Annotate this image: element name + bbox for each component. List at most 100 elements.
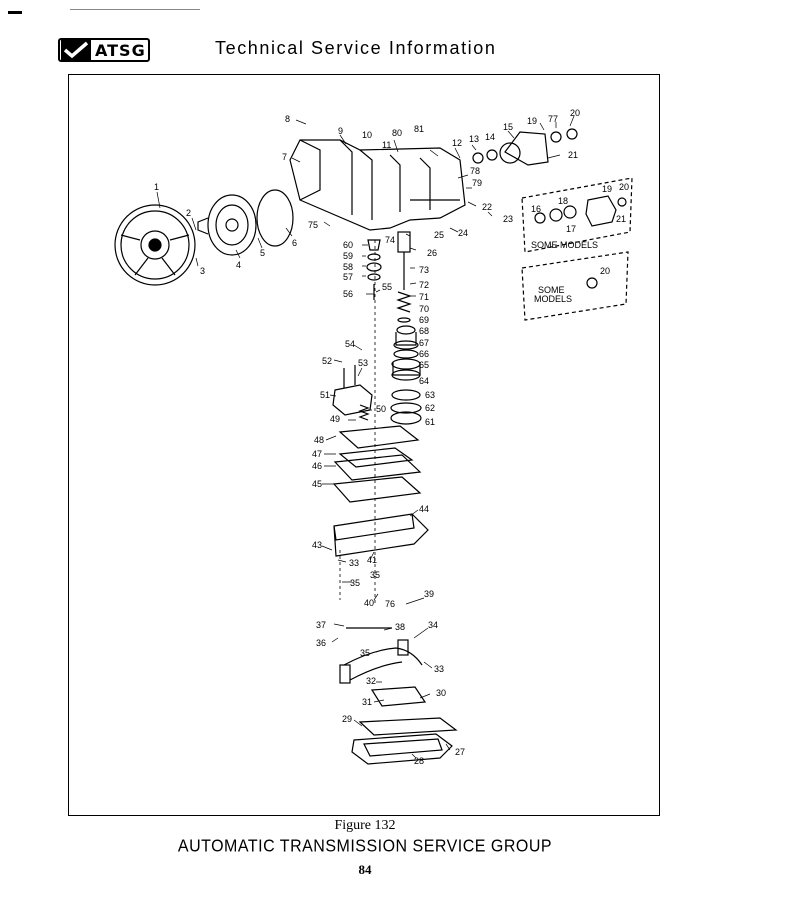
callout-23: 23 — [503, 214, 513, 224]
extension-housing-drawing — [472, 128, 578, 166]
callout-80: 80 — [392, 128, 402, 138]
some-models-label-2a: SOME — [538, 285, 565, 295]
footer-organization: AUTOMATIC TRANSMISSION SERVICE GROUP — [177, 837, 553, 856]
callout-27: 27 — [455, 747, 465, 757]
oil-pan-drawing — [351, 717, 458, 765]
callout-4: 4 — [236, 260, 241, 270]
callout-28: 28 — [414, 756, 424, 766]
callout-9: 9 — [338, 126, 343, 136]
atsg-logo: ATSG — [58, 38, 150, 62]
solenoid-body-drawing — [332, 365, 373, 421]
valve-body-plates-drawing — [332, 425, 429, 557]
callout-31: 31 — [362, 697, 372, 707]
callout-2: 2 — [186, 208, 191, 218]
callout-21b: 21 — [616, 214, 626, 224]
some-models-label-1: SOME MODELS — [531, 240, 598, 250]
callout-40: 40 — [364, 598, 374, 608]
callout-48: 48 — [314, 435, 324, 445]
callout-26: 26 — [427, 248, 437, 258]
logo-text: ATSG — [95, 40, 146, 60]
callout-58: 58 — [343, 262, 353, 272]
callout-41: 41 — [367, 555, 377, 565]
some-models-label-2b: MODELS — [534, 294, 572, 304]
callout-54: 54 — [345, 339, 355, 349]
checkmark-icon — [61, 40, 91, 60]
callout-11: 11 — [382, 140, 391, 150]
callout-72: 72 — [419, 280, 429, 290]
callout-6: 6 — [292, 238, 297, 248]
callout-35a: 35 — [370, 570, 380, 580]
some-models-parts-drawing — [534, 195, 627, 227]
torque-converter-drawing — [114, 204, 196, 286]
callout-45: 45 — [312, 479, 322, 489]
callout-74: 74 — [385, 235, 395, 245]
callout-73: 73 — [419, 265, 429, 275]
callout-22: 22 — [482, 202, 492, 212]
callout-78: 78 — [470, 166, 480, 176]
figure-caption: Figure 132 — [334, 818, 396, 833]
wiring-harness-drawing — [339, 627, 423, 684]
callout-5: 5 — [260, 248, 265, 258]
corner-mark — [8, 11, 22, 14]
callout-14: 14 — [485, 132, 495, 142]
servo-stack-drawing — [390, 231, 422, 425]
callout-19: 19 — [527, 116, 537, 126]
callout-59: 59 — [343, 251, 353, 261]
callout-17: 17 — [566, 224, 576, 234]
callout-21: 21 — [568, 150, 578, 160]
callout-68: 68 — [419, 326, 429, 336]
callout-18: 18 — [558, 196, 568, 206]
callout-15: 15 — [503, 122, 513, 132]
callout-30: 30 — [436, 688, 446, 698]
callout-35b: 35 — [350, 578, 360, 588]
callout-43: 43 — [312, 540, 322, 550]
callout-71: 71 — [419, 292, 429, 302]
callout-35c: 35 — [360, 648, 370, 658]
callout-76: 76 — [385, 599, 395, 609]
callout-66: 66 — [419, 349, 429, 359]
callout-25: 25 — [434, 230, 444, 240]
callout-50: 50 — [376, 404, 386, 414]
callout-10: 10 — [362, 130, 372, 140]
callout-56: 56 — [343, 289, 353, 299]
figure-frame — [68, 74, 660, 816]
callout-77: 77 — [548, 114, 558, 124]
callout-29: 29 — [342, 714, 352, 724]
callout-63: 63 — [425, 390, 435, 400]
callout-37: 37 — [316, 620, 326, 630]
callout-labels: 1 2 3 4 5 6 7 8 9 10 11 12 13 14 15 16 1… — [154, 108, 629, 766]
callout-34: 34 — [428, 620, 438, 630]
callout-36: 36 — [316, 638, 326, 648]
page-number: 84 — [358, 862, 372, 877]
callout-20b: 20 — [619, 182, 629, 192]
accumulator-parts-drawing — [366, 239, 382, 300]
callout-13: 13 — [469, 134, 479, 144]
callout-52: 52 — [322, 356, 332, 366]
callout-62: 62 — [425, 403, 435, 413]
callout-33a: 33 — [349, 558, 359, 568]
callout-46: 46 — [312, 461, 322, 471]
scan-line — [70, 9, 200, 10]
callout-60: 60 — [343, 240, 353, 250]
callout-20: 20 — [570, 108, 580, 118]
callout-33b: 33 — [434, 664, 444, 674]
callout-44: 44 — [419, 504, 429, 514]
callout-61: 61 — [425, 417, 435, 427]
callout-53: 53 — [358, 358, 368, 368]
pump-drawing — [197, 189, 294, 256]
callout-65: 65 — [419, 360, 429, 370]
callout-64: 64 — [419, 376, 429, 386]
callout-32: 32 — [366, 676, 376, 686]
callout-38: 38 — [395, 622, 405, 632]
callout-55: 55 — [382, 282, 392, 292]
callout-7: 7 — [282, 152, 287, 162]
callout-12: 12 — [452, 138, 462, 148]
callout-57: 57 — [343, 272, 353, 282]
callout-8: 8 — [285, 114, 290, 124]
callout-19b: 19 — [602, 184, 612, 194]
page-title: Technical Service Information — [215, 38, 497, 58]
callout-20c: 20 — [600, 266, 610, 276]
callout-49: 49 — [330, 414, 340, 424]
callout-51: 51 — [320, 390, 330, 400]
